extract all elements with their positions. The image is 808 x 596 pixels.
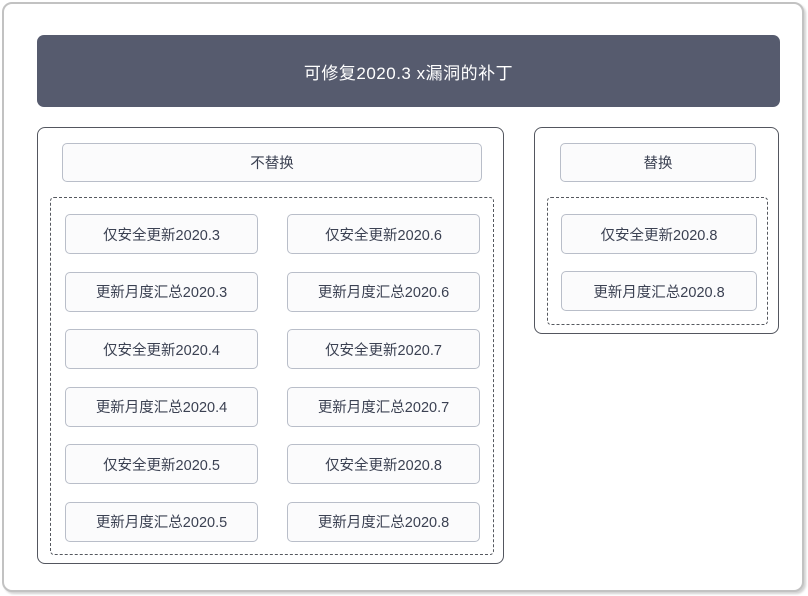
- group-replace-section: 替换 仅安全更新2020.8 更新月度汇总2020.8: [534, 127, 779, 334]
- patch-box: 更新月度汇总2020.6: [287, 271, 480, 312]
- patch-box: 仅安全更新2020.8: [561, 214, 757, 254]
- title-bar: 可修复2020.3 x漏洞的补丁: [37, 35, 780, 107]
- patch-box: 仅安全更新2020.3: [65, 214, 258, 254]
- group-label-replace: 替换: [560, 143, 756, 182]
- no-replace-patch-list: 仅安全更新2020.3 仅安全更新2020.6 更新月度汇总2020.3 更新月…: [50, 197, 494, 555]
- patch-box: 仅安全更新2020.7: [287, 329, 480, 369]
- page-title: 可修复2020.3 x漏洞的补丁: [303, 63, 514, 83]
- patch-box: 仅安全更新2020.4: [65, 329, 258, 369]
- patch-box: 仅安全更新2020.6: [287, 214, 480, 254]
- patch-box: 更新月度汇总2020.5: [65, 501, 258, 542]
- patch-box: 更新月度汇总2020.7: [287, 386, 480, 427]
- group-no-replace-section: 不替换 仅安全更新2020.3 仅安全更新2020.6 更新月度汇总2020.3…: [37, 127, 504, 564]
- patch-box: 更新月度汇总2020.8: [287, 501, 480, 542]
- patch-box: 更新月度汇总2020.3: [65, 271, 258, 312]
- group-label-no-replace: 不替换: [62, 143, 482, 182]
- patch-box: 更新月度汇总2020.4: [65, 386, 258, 427]
- replace-patch-list: 仅安全更新2020.8 更新月度汇总2020.8: [547, 197, 768, 325]
- patch-box: 仅安全更新2020.8: [287, 444, 480, 484]
- patch-box: 仅安全更新2020.5: [65, 444, 258, 484]
- patch-box: 更新月度汇总2020.8: [561, 271, 757, 311]
